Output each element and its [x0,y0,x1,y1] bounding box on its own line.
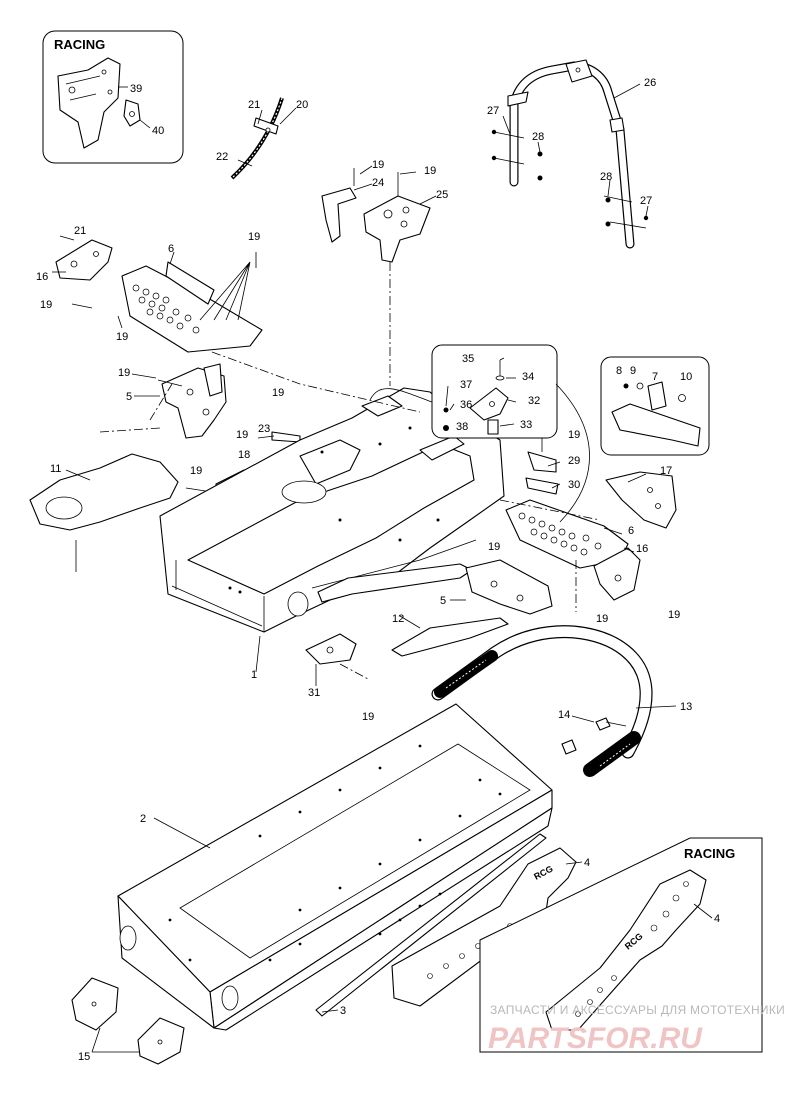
callout-19: 19 [596,613,608,625]
callout-30: 30 [568,479,580,491]
callout-19: 19 [190,465,202,477]
callout-20: 20 [296,99,308,111]
callout-21: 21 [74,225,86,237]
callout-19: 19 [362,711,374,723]
racing-label-bottom: RACING [684,846,735,861]
callout-23: 23 [258,423,270,435]
callout-19: 19 [424,165,436,177]
brace-12 [391,617,509,657]
callout-28: 28 [600,171,612,183]
callout-38: 38 [456,421,468,433]
callout-35: 35 [462,353,474,365]
callout-29: 29 [568,455,580,467]
bracket-29-30 [525,432,559,495]
callout-2: 2 [140,813,146,825]
callout-3: 3 [340,1005,346,1017]
handle-bolts-27-28 [491,129,649,229]
right-brace-16 [593,547,641,601]
main-frame-1 [159,387,505,633]
left-footrest-6 [121,261,263,353]
callout-19: 19 [272,387,284,399]
callout-21: 21 [248,99,260,111]
racing-bracket-39 [57,57,121,149]
callout-16: 16 [36,271,48,283]
racing-side-plate-4: RCG [545,869,707,1031]
racing-inset-bottom: RACING RCG [479,837,763,1053]
callout-27: 27 [487,105,499,117]
callout-19: 19 [116,331,128,343]
callout-27: 27 [640,195,652,207]
rail-3 [315,833,547,1017]
callout-19: 19 [248,231,260,243]
watermark-line1: ЗАПЧАСТИ И АКСЕССУАРЫ ДЛЯ МОТОТЕХНИКИ [490,1003,785,1017]
callout-14: 14 [558,709,570,721]
callout-19: 19 [488,541,500,553]
top-grab-handle-26 [507,59,635,249]
cover-11 [29,453,179,572]
callout-6: 6 [168,243,174,255]
nuts-14 [561,717,627,755]
callout-31: 31 [308,687,320,699]
inset-parts-7-10 [600,356,710,456]
callout-24: 24 [372,177,384,189]
callout-13: 13 [680,701,692,713]
callout-40: 40 [152,125,164,137]
rear-handle-13 [431,625,653,777]
leader-lines [52,83,713,1053]
callout-36: 36 [460,399,472,411]
racing-label-top: RACING [54,37,105,52]
callout-1: 1 [251,669,257,681]
callout-33: 33 [520,419,532,431]
callout-19: 19 [40,299,52,311]
bracket-24 [321,168,357,243]
watermark: ЗАПЧАСТИ И АКСЕССУАРЫ ДЛЯ МОТОТЕХНИКИ PA… [488,1003,785,1055]
bracket-25 [363,172,431,263]
callout-18: 18 [238,449,250,461]
callout-28: 28 [532,131,544,143]
callouts: 39 40 21 20 22 26 27 28 28 27 19 24 19 2… [36,77,720,1063]
callout-5: 5 [126,391,132,403]
right-bracket-17 [605,471,677,529]
callout-11: 11 [50,463,61,475]
plates-15 [71,977,185,1065]
callout-19: 19 [568,429,580,441]
callout-4: 4 [584,857,590,869]
callout-34: 34 [522,371,534,383]
rear-strap-assembly [230,97,284,180]
callout-26: 26 [644,77,656,89]
tunnel-2 [117,703,553,1031]
callout-37: 37 [460,379,472,391]
callout-19: 19 [236,429,248,441]
callout-19: 19 [118,367,130,379]
callout-15: 15 [78,1051,90,1063]
callout-32: 32 [528,395,540,407]
left-bracket-5 [157,363,227,439]
callout-22: 22 [216,151,228,163]
racing-inset-top: RACING [42,30,184,164]
callout-9: 9 [630,365,636,377]
callout-19: 19 [668,609,680,621]
callout-8: 8 [616,365,622,377]
callout-25: 25 [436,189,448,201]
callout-5: 5 [440,595,446,607]
left-brace-16 [55,239,113,281]
callout-6: 6 [628,525,634,537]
callout-16: 16 [636,543,648,555]
racing-bracket-40 [123,99,141,127]
callout-39: 39 [130,83,142,95]
right-bracket-5 [465,559,553,615]
callout-19: 19 [372,159,384,171]
callout-7: 7 [652,371,658,383]
bracket-31 [305,633,357,665]
callout-17: 17 [660,465,672,477]
inset-parts-32-38 [431,344,558,439]
watermark-line2: PARTSFOR.RU [488,1022,703,1055]
callout-10: 10 [680,371,692,383]
callout-12: 12 [392,613,404,625]
callout-4: 4 [714,913,720,925]
